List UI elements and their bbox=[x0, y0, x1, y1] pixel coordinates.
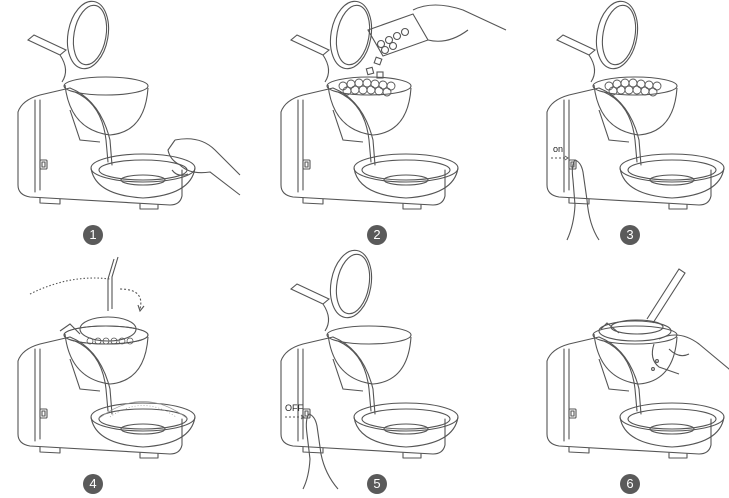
finger-icon bbox=[567, 160, 599, 240]
on-label: on bbox=[553, 144, 563, 154]
step-4-illustration bbox=[0, 249, 243, 498]
step-3-panel: on 3 bbox=[529, 0, 729, 249]
step-5-panel: OFF 5 bbox=[263, 249, 506, 498]
step-number-badge: 1 bbox=[83, 225, 103, 245]
step-3-illustration: on bbox=[529, 0, 729, 249]
finger-icon bbox=[303, 414, 338, 489]
step-number-badge: 3 bbox=[620, 225, 640, 245]
step-number-badge: 4 bbox=[83, 474, 103, 494]
step-2-illustration bbox=[263, 0, 506, 249]
step-6-panel: 6 bbox=[529, 249, 729, 498]
step-6-illustration bbox=[529, 249, 729, 498]
step-number-badge: 5 bbox=[367, 474, 387, 494]
step-number-badge: 6 bbox=[620, 474, 640, 494]
ice-tray-icon bbox=[366, 5, 506, 78]
hand-icon bbox=[168, 139, 240, 195]
step-1-illustration bbox=[0, 0, 243, 249]
step-4-panel: 4 bbox=[0, 249, 243, 498]
step-2-panel: 2 bbox=[263, 0, 506, 249]
step-5-illustration: OFF bbox=[263, 249, 506, 498]
hand-icon bbox=[652, 335, 729, 394]
step-1-panel: 1 bbox=[0, 0, 243, 249]
off-label: OFF bbox=[285, 403, 303, 413]
step-number-badge: 2 bbox=[367, 225, 387, 245]
